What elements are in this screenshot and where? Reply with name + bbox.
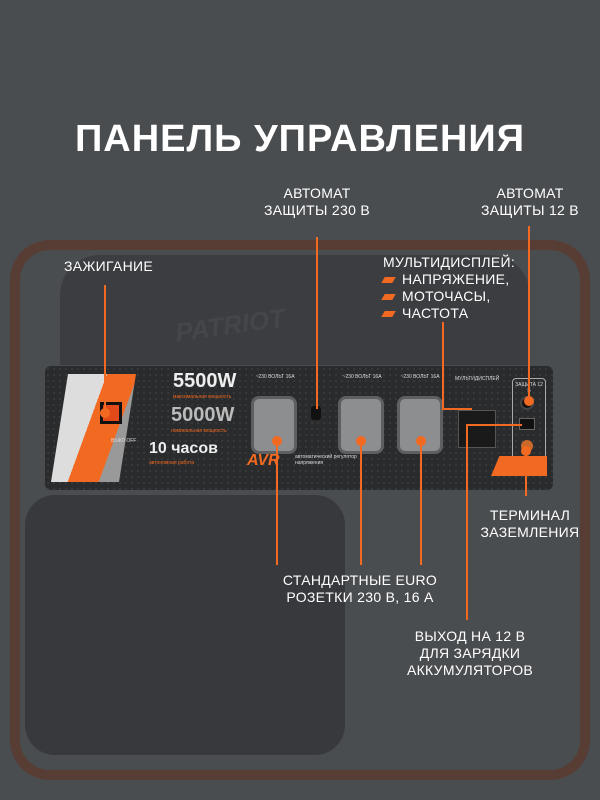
item-text: ЧАСТОТА: [402, 305, 469, 321]
dot-socket-2: [356, 436, 366, 446]
ground-plate: [491, 456, 547, 476]
line-breaker12: [528, 226, 530, 402]
line-socket-1: [276, 437, 278, 565]
line-multidisplay: [442, 322, 444, 410]
line-12v: [466, 424, 468, 620]
nominal-power-sub: номинальная мощность: [171, 428, 227, 434]
socket-1-label: ~230 ВОЛЬТ 16А: [255, 374, 295, 380]
line-multidisplay-h: [442, 408, 472, 410]
label-line: ЗАЩИТЫ 230 В: [263, 202, 370, 218]
line-socket-2: [360, 437, 362, 565]
label-ignition: ЗАЖИГАНИЕ: [64, 258, 153, 274]
line-ignition: [104, 285, 106, 412]
runtime: 10 часов: [149, 440, 218, 457]
runtime-sub: автономная работа: [149, 460, 195, 466]
breaker-230-switch[interactable]: [311, 406, 321, 420]
label-breaker12: АВТОМАТ ЗАЩИТЫ 12 В: [460, 185, 600, 219]
engine-shadow: [25, 495, 345, 755]
control-panel: ВЫКЛ OFF 5500W максимальная мощность 500…: [45, 366, 553, 490]
multidisplay-label: МУЛЬТИДИСПЛЕЙ: [455, 376, 500, 382]
dot-socket-3: [416, 436, 426, 446]
line-ground: [525, 448, 527, 496]
label-line: РОЗЕТКИ 230 В, 16 А: [286, 589, 434, 605]
label-12v-output: ВЫХОД НА 12 В ДЛЯ ЗАРЯДКИ АККУМУЛЯТОРОВ: [390, 628, 550, 679]
avr-sub: автоматический регулятор напряжения: [295, 454, 357, 466]
label-ground: ТЕРМИНАЛ ЗАЗЕМЛЕНИЯ: [470, 507, 590, 541]
fuel-tank: [60, 255, 530, 365]
label-line: СТАНДАРТНЫЕ EURO: [282, 572, 438, 588]
label-line: АВТОМАТ: [283, 185, 351, 201]
label-line: АВТОМАТ: [496, 185, 564, 201]
multidisplay-screen: [458, 410, 496, 448]
label-line: АККУМУЛЯТОРОВ: [406, 662, 534, 678]
max-power: 5500W: [173, 370, 237, 392]
item-text: МОТОЧАСЫ,: [402, 288, 491, 304]
nominal-power: 5000W: [171, 404, 235, 426]
dot-ignition: [100, 408, 110, 418]
dot-socket-1: [272, 436, 282, 446]
max-power-sub: максимальная мощность: [173, 394, 232, 400]
dot-ground: [521, 446, 531, 456]
label-breaker230: АВТОМАТ ЗАЩИТЫ 230 В: [237, 185, 397, 219]
line-12v-h: [466, 424, 522, 426]
dot-breaker12: [524, 396, 534, 406]
multidisplay-item: ЧАСТОТА: [381, 305, 515, 322]
panel-stripe: [51, 374, 136, 482]
bullet-icon: [381, 311, 396, 318]
off-label: ВЫКЛ OFF: [111, 438, 137, 444]
bullet-icon: [381, 277, 396, 284]
multidisplay-item: НАПРЯЖЕНИЕ,: [381, 271, 515, 288]
label-line: ТЕРМИНАЛ: [489, 507, 571, 523]
socket-2-label: ~230 ВОЛЬТ 16А: [342, 374, 382, 380]
page-title: ПАНЕЛЬ УПРАВЛЕНИЯ: [74, 118, 526, 160]
label-line: ВЫХОД НА 12 В: [414, 628, 526, 644]
generator-frame: [10, 240, 590, 780]
item-text: НАПРЯЖЕНИЕ,: [402, 271, 510, 287]
multidisplay-item: МОТОЧАСЫ,: [381, 288, 515, 305]
socket-3-label: ~230 ВОЛЬТ 16А: [400, 374, 440, 380]
avr-logo: AVR: [247, 452, 280, 469]
line-breaker230: [316, 237, 318, 409]
label-line: ЗАЩИТЫ 12 В: [481, 202, 579, 218]
label-sockets: СТАНДАРТНЫЕ EURO РОЗЕТКИ 230 В, 16 А: [260, 572, 460, 606]
multidisplay-title: МУЛЬТИДИСПЛЕЙ:: [383, 254, 516, 270]
label-line: ДЛЯ ЗАРЯДКИ: [419, 645, 521, 661]
label-multidisplay: МУЛЬТИДИСПЛЕЙ: НАПРЯЖЕНИЕ, МОТОЧАСЫ, ЧАС…: [381, 254, 516, 322]
bullet-icon: [381, 294, 396, 301]
line-socket-3: [420, 437, 422, 565]
label-line: ЗАЗЕМЛЕНИЯ: [480, 524, 580, 540]
